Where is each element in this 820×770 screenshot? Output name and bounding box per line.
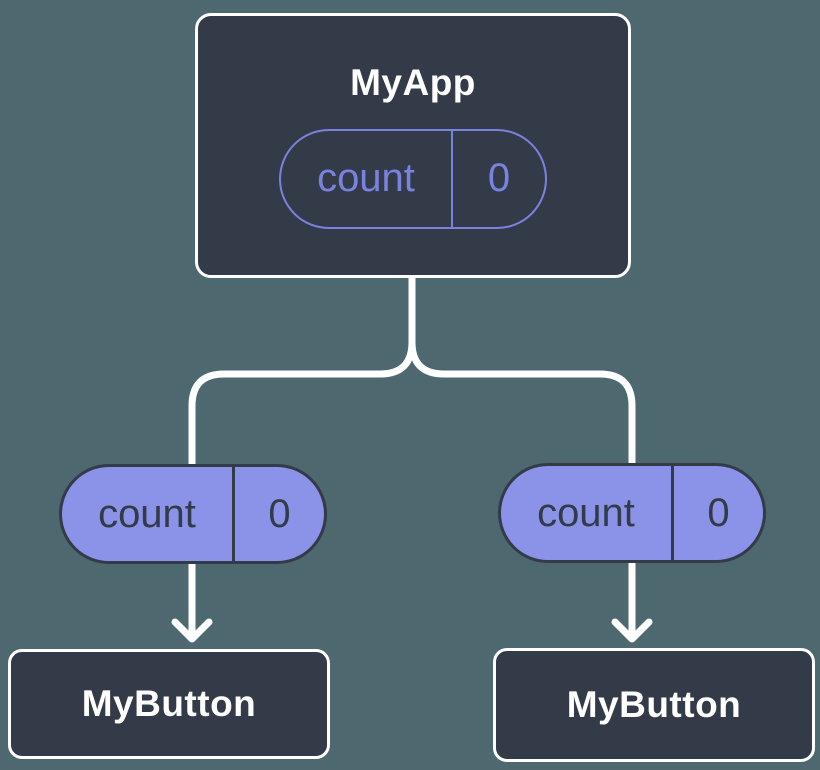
root-to-left-child-connector bbox=[188, 272, 416, 472]
root-prop-pill: count 0 bbox=[279, 128, 547, 229]
right-edge-prop-name: count bbox=[537, 490, 635, 535]
left-edge-prop-name: count bbox=[98, 491, 196, 536]
right-edge-prop-pill: count 0 bbox=[498, 463, 766, 563]
mybutton-right-title: MyButton bbox=[566, 683, 742, 725]
mybutton-node-left: MyButton bbox=[8, 649, 330, 759]
mybutton-node-right: MyButton bbox=[493, 648, 815, 762]
mybutton-left-title: MyButton bbox=[81, 682, 257, 724]
left-edge-prop-value: 0 bbox=[232, 467, 324, 561]
right-arrow-head-icon bbox=[611, 618, 653, 643]
root-to-right-child-connector bbox=[408, 272, 636, 472]
left-edge-prop-pill: count 0 bbox=[59, 464, 327, 564]
myapp-node: MyApp count 0 bbox=[195, 13, 631, 278]
left-arrow-head-icon bbox=[171, 618, 213, 643]
root-prop-value: 0 bbox=[451, 130, 545, 227]
root-prop-name: count bbox=[317, 156, 415, 201]
right-edge-prop-value: 0 bbox=[671, 466, 763, 560]
myapp-node-title: MyApp bbox=[350, 62, 476, 104]
